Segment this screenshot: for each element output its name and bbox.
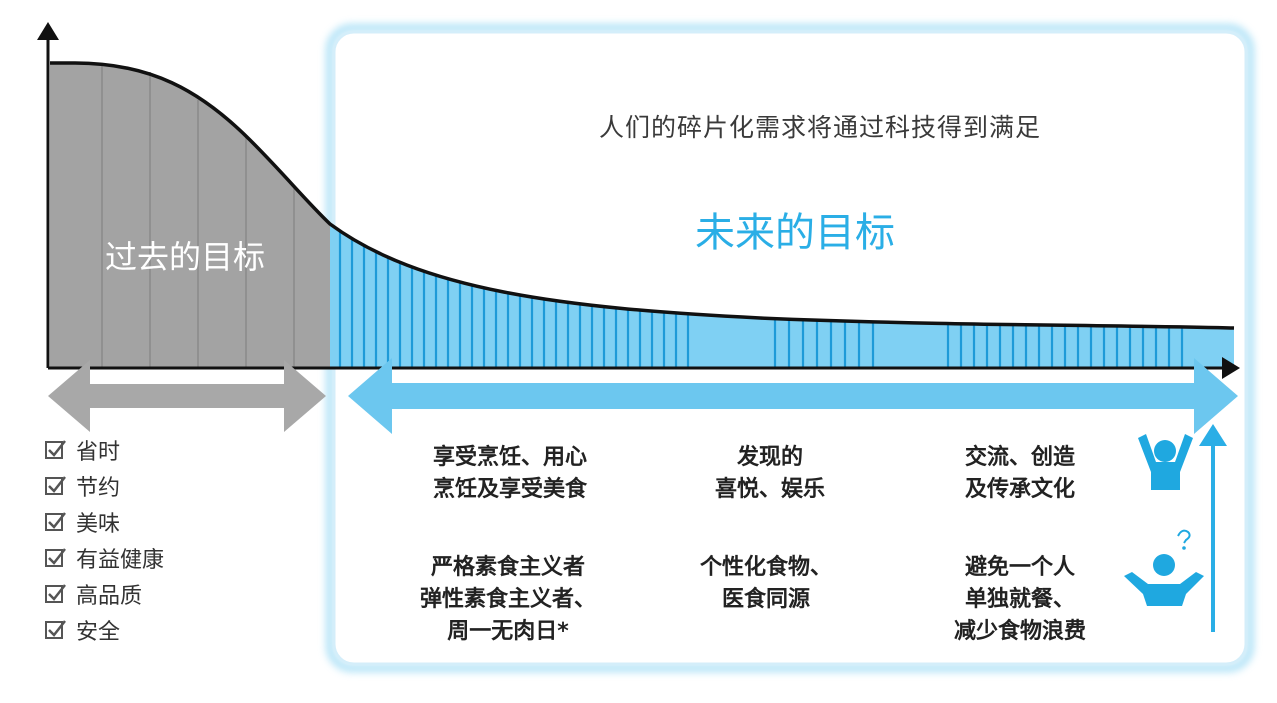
check-box-icon (45, 512, 66, 531)
check-box-icon (45, 440, 66, 459)
goal-line: 喜悦、娱乐 (714, 477, 825, 502)
checklist-item: 安全 (44, 612, 164, 648)
checklist-item: 省时 (44, 432, 164, 468)
checklist-label: 省时 (76, 440, 121, 465)
goal-line: 弹性素食主义者、 (419, 587, 596, 612)
checklist-label: 安全 (76, 620, 121, 645)
checklist-item: 节约 (44, 468, 164, 504)
goal-line: 医食同源 (721, 587, 810, 612)
cheering-person-icon (1138, 434, 1193, 490)
y-axis-arrowhead (37, 22, 59, 40)
confused-person-icon (1124, 529, 1204, 606)
checklist-label: 美味 (76, 512, 121, 537)
long-tail-curve (50, 61, 1235, 330)
future-goal-title: 未来的目标 (695, 210, 895, 256)
future-range-arrow (348, 358, 1238, 434)
goal-cooking: 享受烹饪、用心 烹饪及享受美食 (380, 442, 640, 506)
goal-line: 避免一个人 (964, 555, 1075, 580)
goal-line: 发现的 (736, 445, 803, 470)
goal-personalized-food: 个性化食物、 医食同源 (636, 552, 896, 616)
past-goal-checklist: 省时 节约 美味 有益健康 高品质 安全 (44, 432, 164, 648)
future-subtitle: 人们的碎片化需求将通过科技得到满足 (598, 113, 1041, 142)
checklist-item: 美味 (44, 504, 164, 540)
goal-line: 周一无肉日* (447, 619, 569, 644)
goal-line: 减少食物浪费 (953, 619, 1086, 644)
x-axis-arrowhead (1222, 357, 1240, 379)
goal-line: 个性化食物、 (699, 555, 832, 580)
goal-line: 严格素食主义者 (430, 555, 585, 580)
goal-dining-together: 避免一个人 单独就餐、 减少食物浪费 (890, 552, 1150, 648)
goal-vegetarian: 严格素食主义者 弹性素食主义者、 周一无肉日* (378, 552, 638, 648)
goal-culture: 交流、创造 及传承文化 (890, 442, 1150, 506)
goal-line: 单独就餐、 (964, 587, 1075, 612)
goal-line: 及传承文化 (964, 477, 1075, 502)
check-box-icon (45, 620, 66, 639)
goal-discovery: 发现的 喜悦、娱乐 (640, 442, 900, 506)
past-range-arrow (48, 360, 326, 432)
goal-line: 交流、创造 (964, 445, 1075, 470)
checklist-label: 节约 (76, 476, 121, 501)
goal-line: 烹饪及享受美食 (432, 477, 587, 502)
checklist-label: 高品质 (76, 584, 143, 609)
goal-line: 享受烹饪、用心 (432, 445, 587, 470)
past-stripes (101, 63, 295, 368)
check-box-icon (45, 548, 66, 567)
check-box-icon (45, 476, 66, 495)
up-arrow-icon (1199, 424, 1227, 446)
checklist-item: 高品质 (44, 576, 164, 612)
past-goal-title: 过去的目标 (104, 238, 265, 276)
checklist-label: 有益健康 (76, 548, 165, 573)
check-box-icon (45, 584, 66, 603)
past-area (50, 63, 330, 368)
checklist-item: 有益健康 (44, 540, 164, 576)
